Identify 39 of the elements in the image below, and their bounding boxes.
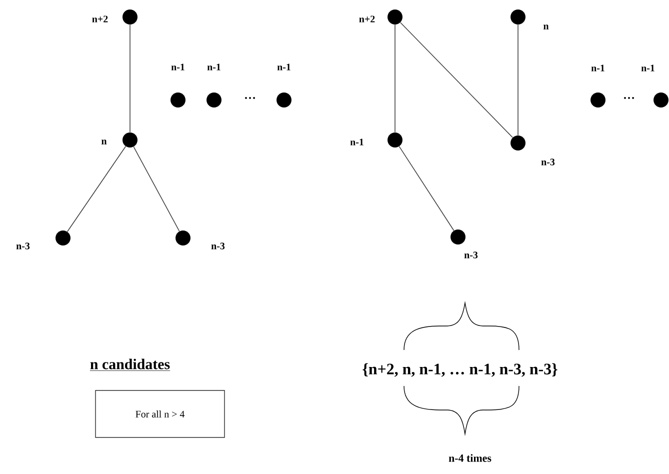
vertex-label: n-1 (591, 64, 604, 72)
graph-edge (133, 146, 180, 232)
dots-ellipsis: … (624, 97, 634, 99)
vertex-dot (206, 92, 222, 108)
vertex-dot (510, 135, 526, 150)
vertex-dot (388, 10, 402, 24)
graph-edge (400, 22, 514, 138)
vertex-label: n+2 (359, 16, 375, 22)
vertex-label: n (102, 140, 107, 144)
vertex-dot (388, 132, 402, 148)
vertex-label: n-1 (207, 64, 220, 70)
vertex-label: n-3 (211, 242, 225, 250)
vertex-label: n-3 (16, 242, 30, 250)
vertex-dot (170, 92, 186, 108)
vertex-label: n+2 (92, 16, 108, 22)
underlined-heading: n candidates (90, 358, 170, 371)
graph-edge (66, 146, 126, 232)
graph-edge (394, 24, 396, 133)
vertex-label: n-1 (641, 64, 654, 72)
vertex-dot (590, 92, 606, 108)
graph-edge (398, 146, 454, 231)
condition-box: For all n > 4 (95, 390, 225, 438)
vertex-label: n-3 (464, 252, 478, 258)
vertex-dot (56, 230, 70, 246)
vertex-label: n-1 (350, 138, 364, 146)
vertex-dot (654, 92, 668, 108)
multiset-expression: {n+2, n, n-1, … n-1, n-3, n-3} (362, 363, 558, 377)
vertex-dot (122, 132, 138, 148)
brace-caption: n-4 times (448, 454, 492, 462)
vertex-dot (510, 10, 526, 24)
vertex-dot (122, 10, 138, 24)
vertex-label: n (544, 24, 549, 30)
dots-ellipsis: … (245, 97, 256, 99)
vertex-dot (450, 229, 466, 244)
vertex-label: n-1 (171, 64, 184, 70)
vertex-label: n-3 (541, 158, 555, 166)
vertex-label: n-1 (277, 64, 290, 70)
vertex-dot (276, 92, 292, 108)
vertex-dot (176, 230, 190, 246)
